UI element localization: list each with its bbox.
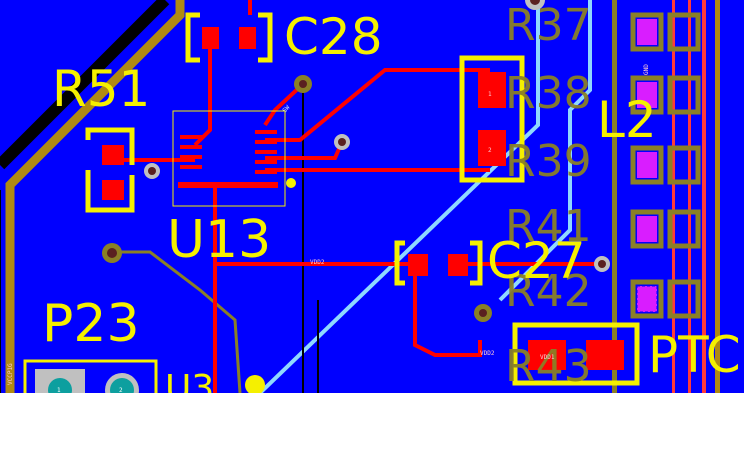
pcb-canvas[interactable] <box>0 0 744 393</box>
designator-p23: P23 <box>42 294 140 354</box>
designator-r51: R51 <box>52 60 151 118</box>
empty-area-below-canvas <box>0 393 744 450</box>
l2-pad1-label: 1 <box>488 91 492 98</box>
top-track-d <box>702 0 706 393</box>
c28-footprint[interactable] <box>185 12 273 63</box>
r51-footprint[interactable] <box>85 127 135 213</box>
net-label-vccp: VCCP1G <box>7 363 14 385</box>
p23-pad2-label: 2 <box>119 387 123 394</box>
board-outline <box>5 0 185 393</box>
pcb-board-view[interactable]: R37 R38 R39 R41 R42 R43 C28 R51 U13 L2 C… <box>0 0 744 393</box>
designator-r39: R39 <box>505 136 592 187</box>
bottom-track-a <box>612 0 617 393</box>
designator-r43: R43 <box>505 341 592 392</box>
bottom-trace-1 <box>112 250 242 393</box>
top-track-b <box>672 0 675 393</box>
inner-trace-1 <box>258 0 540 393</box>
designator-c27: C27 <box>487 232 586 290</box>
board-edge-shadow <box>0 0 170 170</box>
vias <box>102 0 610 393</box>
designator-r37: R37 <box>505 0 592 51</box>
p23-footprint[interactable] <box>23 359 158 393</box>
designator-l2: L2 <box>597 91 657 149</box>
c27-footprint[interactable] <box>394 240 483 286</box>
u13-footprint[interactable] <box>172 110 296 207</box>
top-track-c <box>688 0 691 393</box>
bottom-pads-column <box>630 12 701 319</box>
designator-u3: U3 <box>165 368 215 394</box>
ptc-footprint[interactable] <box>512 322 640 386</box>
designator-r42: R42 <box>505 266 592 317</box>
net-label-vdd1: VDD1 <box>540 354 555 361</box>
p23-pad1-label: 1 <box>57 387 61 394</box>
net-label-vdd2-b: VDD2 <box>480 350 495 357</box>
l2-pad2-label: 2 <box>488 147 492 154</box>
inner-trace-2 <box>498 0 592 302</box>
designator-ptc: PTC <box>648 326 741 384</box>
designator-u13: U13 <box>167 210 272 270</box>
net-label-vdd2: VDD2 <box>310 259 325 266</box>
u13-exposed-pad <box>178 182 278 188</box>
designator-r41: R41 <box>505 201 592 252</box>
designator-r38: R38 <box>505 68 592 119</box>
designator-c28: C28 <box>284 8 383 66</box>
net-label-gnd: GND <box>643 64 650 75</box>
bottom-track-e <box>715 0 720 393</box>
l2-footprint[interactable] <box>459 55 525 183</box>
